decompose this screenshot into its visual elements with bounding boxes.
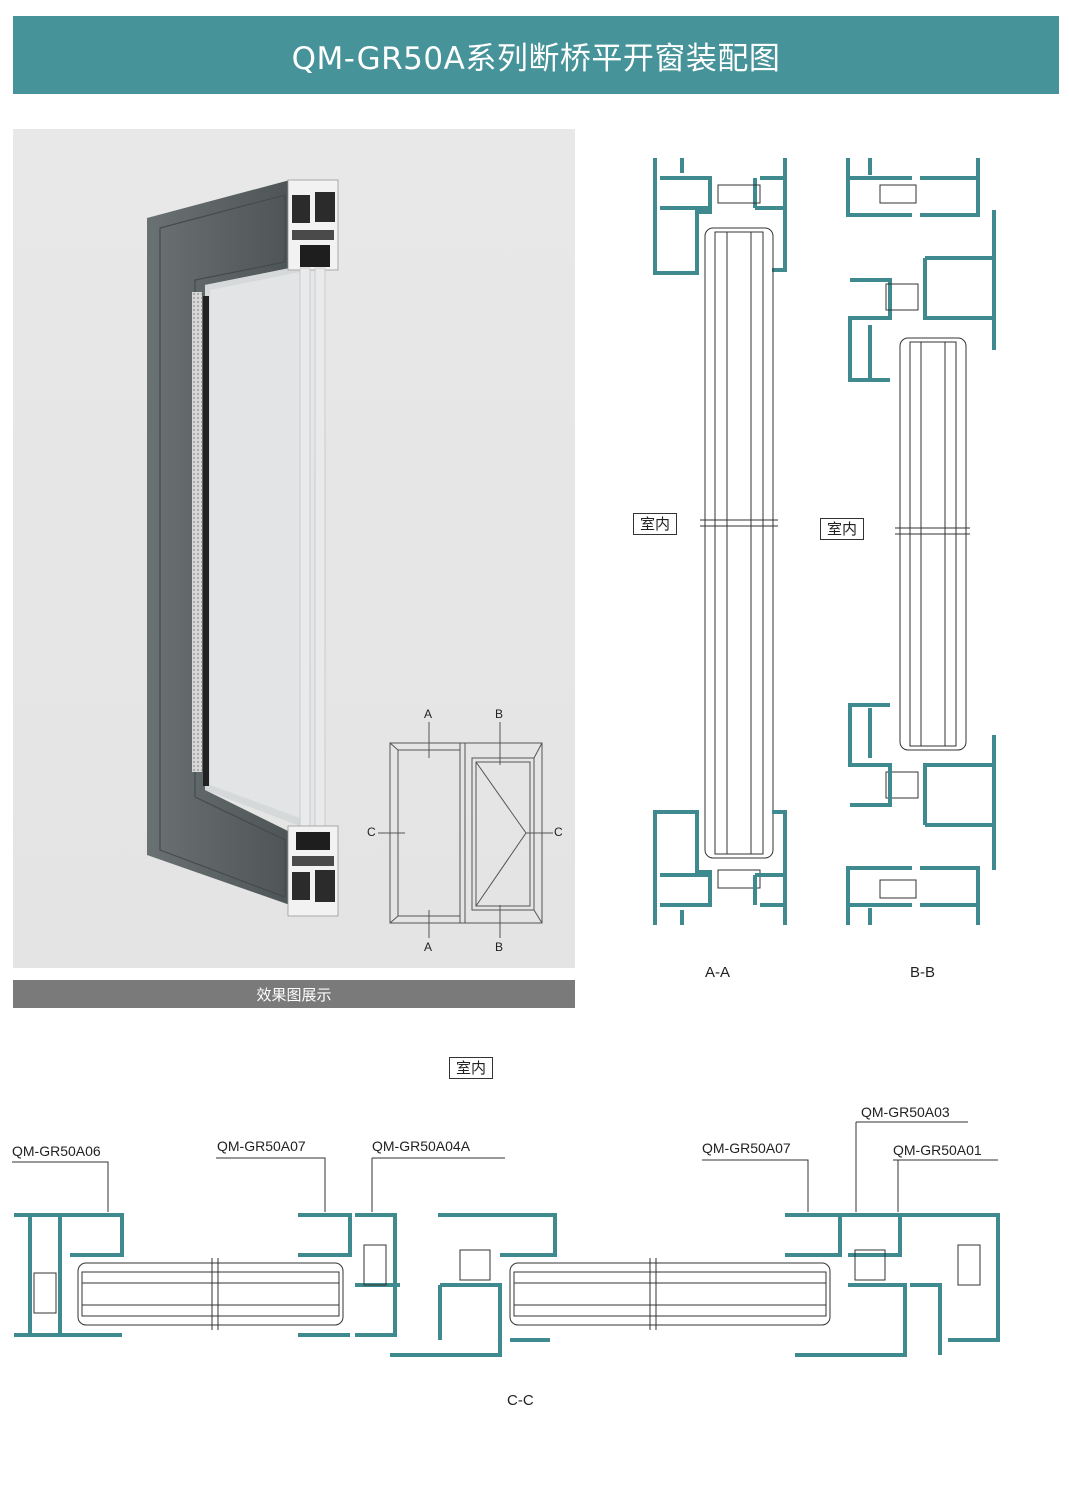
glass-inner xyxy=(210,272,300,818)
section-cc-glass xyxy=(33,1244,981,1330)
section-bb-frame-top xyxy=(846,158,996,382)
key-label-c-left: C xyxy=(367,825,376,839)
section-aa-frame-bottom xyxy=(653,810,787,925)
section-aa-glass xyxy=(700,184,778,889)
section-aa-drawing xyxy=(653,158,787,925)
page-title: QM-GR50A系列断桥平开窗装配图 xyxy=(291,40,781,77)
key-label-b-top: B xyxy=(495,707,504,721)
section-cc-leaders xyxy=(12,1121,998,1212)
section-aa-frame-top xyxy=(653,158,787,275)
section-end-bottom xyxy=(287,825,339,917)
section-bb-indoor-label: 室内 xyxy=(820,518,865,540)
section-cc-left-frame xyxy=(14,1213,124,1337)
section-end-top xyxy=(287,179,339,829)
section-aa-indoor-label: 室内 xyxy=(633,513,678,535)
render-caption-bar: 效果图展示 xyxy=(13,980,575,1008)
section-bb-glass xyxy=(879,184,970,899)
page-header: QM-GR50A系列断桥平开窗装配图 xyxy=(13,16,1059,94)
section-bb-frame-bottom xyxy=(846,703,996,925)
section-aa-title: A-A xyxy=(705,964,731,981)
render-caption: 效果图展示 xyxy=(256,985,332,1004)
section-bb-title: B-B xyxy=(910,964,936,981)
key-label-b-bottom: B xyxy=(495,940,504,954)
glass-seal xyxy=(203,296,209,786)
part-label-a06: QM-GR50A06 xyxy=(12,1143,101,1159)
part-label-a01: QM-GR50A01 xyxy=(893,1142,982,1158)
glass-spacer xyxy=(192,292,202,772)
key-label-c-right: C xyxy=(554,825,563,839)
section-cc-center-frame xyxy=(298,1213,557,1357)
section-cc-title: C-C xyxy=(507,1392,534,1409)
frame-outer xyxy=(147,180,290,905)
part-label-a07-left: QM-GR50A07 xyxy=(217,1138,306,1154)
section-cc-right-frame xyxy=(785,1213,1000,1357)
key-elevation-diagram xyxy=(378,722,553,938)
window-render xyxy=(147,179,339,917)
key-label-a-bottom: A xyxy=(424,940,433,954)
part-label-a04a: QM-GR50A04A xyxy=(372,1138,471,1154)
section-bb-drawing xyxy=(846,158,996,925)
frame-inner-edge xyxy=(159,194,286,898)
section-cc-indoor-label: 室内 xyxy=(449,1057,494,1079)
section-cc-drawing xyxy=(12,1121,1000,1357)
part-label-a03: QM-GR50A03 xyxy=(861,1104,950,1120)
part-label-a07-right: QM-GR50A07 xyxy=(702,1140,791,1156)
key-label-a-top: A xyxy=(424,707,433,721)
